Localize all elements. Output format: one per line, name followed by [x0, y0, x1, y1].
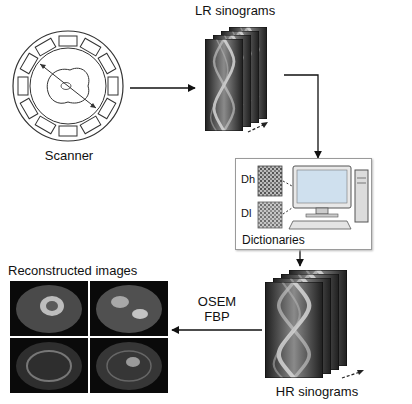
dictionary-box: DhDlDictionaries — [235, 158, 372, 250]
flow-arrow — [172, 329, 262, 330]
flow-arrow — [284, 75, 318, 158]
scanner-ring — [13, 31, 123, 141]
lr-sinogram-stack — [205, 27, 268, 132]
flow-arrow — [130, 87, 195, 88]
node-label: Dl — [241, 207, 251, 220]
dictionary-computer — [258, 166, 368, 229]
sinogram-stack: LR sinograms — [195, 2, 284, 136]
sinogram-stack: HR sinograms — [262, 266, 372, 402]
node-label: HR sinograms — [276, 385, 358, 400]
reconstructed-image-grid — [10, 281, 168, 393]
node-label: LR sinograms — [195, 4, 275, 19]
image-grid: Reconstructed images — [4, 262, 172, 398]
hr-sinogram-stack — [265, 270, 364, 378]
node-label: Dh — [241, 173, 255, 186]
node-label: Scanner — [45, 149, 93, 164]
scanner-figure: Scanner — [8, 26, 130, 166]
flow-arrow — [299, 250, 300, 266]
node-label: Reconstructed images — [8, 264, 137, 279]
edge-label: OSEM FBP — [195, 294, 239, 325]
node-label: Dictionaries — [242, 234, 305, 248]
